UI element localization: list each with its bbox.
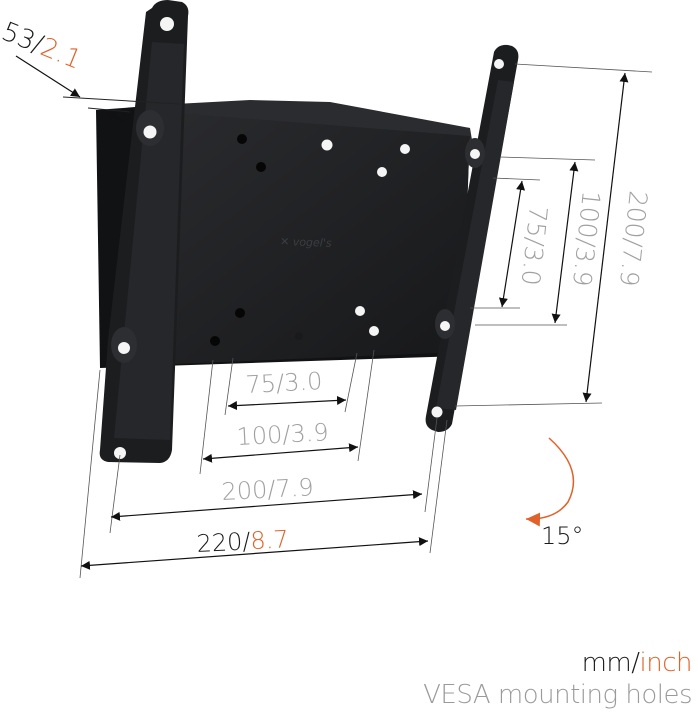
brand-logo: ✕ vogel's (280, 235, 332, 250)
dim-label-200-h: 200/7.9 (221, 473, 314, 506)
tilt-arrow-icon (525, 437, 575, 527)
units-mm: mm (581, 648, 632, 678)
dim-label-220-h: 220/8.7 (196, 525, 289, 558)
dim-arrow-100-v (551, 161, 579, 324)
dim-arrow-75-h (227, 395, 347, 411)
left-rail (99, 0, 189, 463)
tilt-label: 15° (541, 522, 584, 550)
vesa-caption: VESA mounting holes (423, 680, 692, 710)
units-legend: mm/inch (581, 648, 693, 678)
plate-top-lip (175, 100, 472, 140)
dim-label-100-h: 100/3.9 (236, 418, 329, 451)
right-rail (425, 44, 519, 433)
dim-arrow-220-h (80, 537, 429, 570)
dim-label-75-v: 75/3.0 (516, 204, 553, 287)
vesa-holes (210, 134, 410, 346)
plate-front (148, 113, 470, 365)
dim-label-100-v: 100/3.9 (567, 189, 606, 287)
horizontal-dimensions: 75/3.0 100/3.9 200/7.9 220/8.7 (79, 349, 448, 579)
dim-label-200-v: 200/7.9 (614, 189, 653, 287)
dim-arrow-200-h (110, 490, 423, 521)
units-sep: / (631, 648, 640, 678)
dim-arrow-100-h (202, 443, 359, 463)
dim-arrow-200-v (582, 72, 629, 403)
vertical-dimensions: 200/7.9 100/3.9 75/3.0 (454, 63, 653, 407)
dim-arrow-75-v (498, 180, 526, 308)
wall-mount-bracket: ✕ vogel's (96, 0, 519, 463)
dim-label-75-h: 75/3.0 (245, 367, 323, 399)
depth-label: 53/2.1 (0, 17, 86, 76)
units-inch: inch (639, 648, 693, 678)
tilt-indicator: 15° (525, 437, 584, 550)
